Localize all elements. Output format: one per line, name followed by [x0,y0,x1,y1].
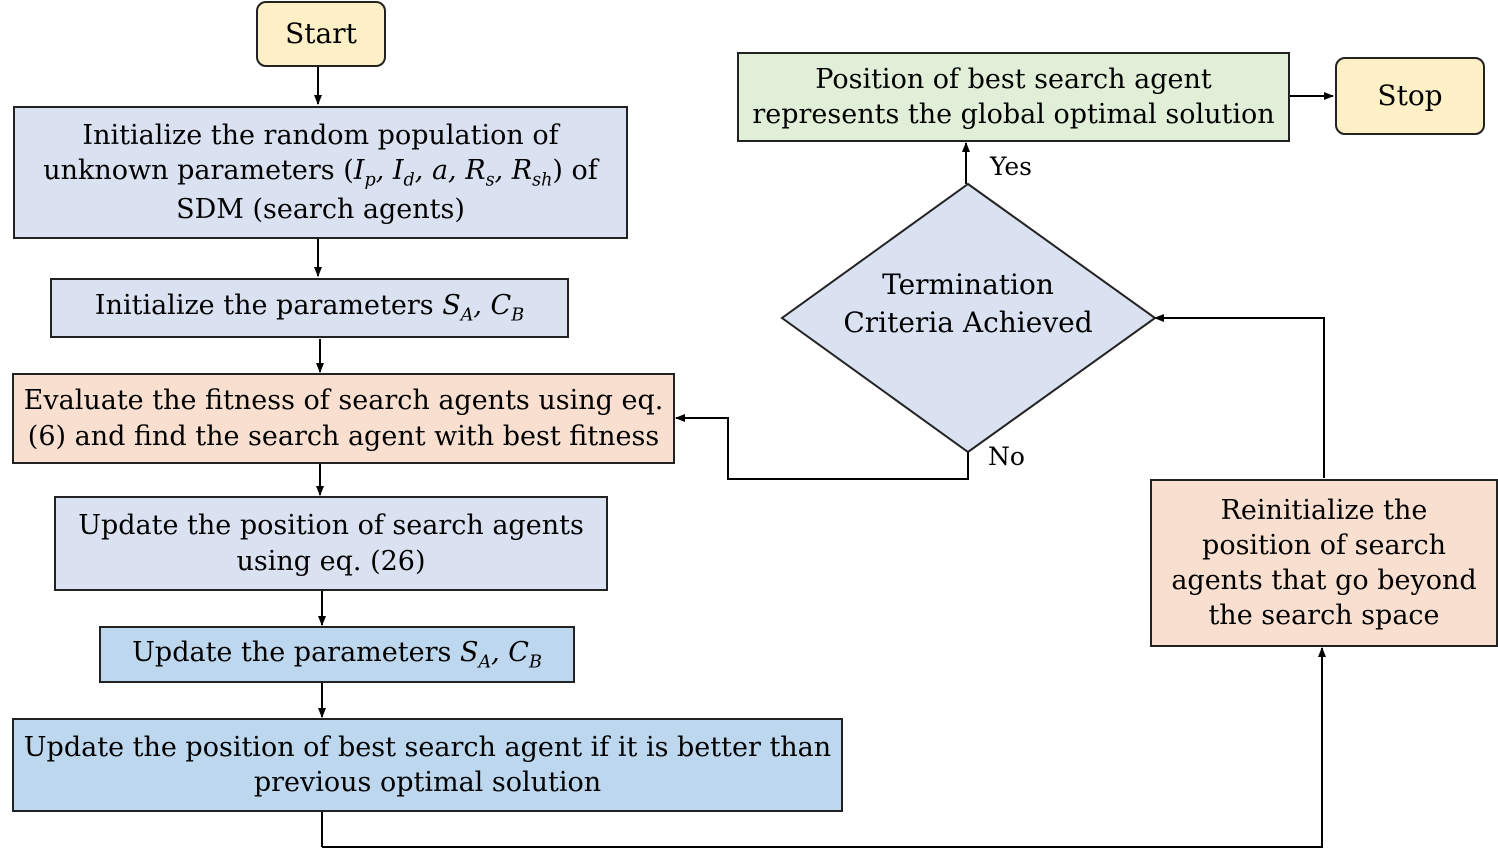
yes-label: Yes [990,152,1032,181]
arrow-bottom-to-reinitialize [322,647,1326,848]
termination-diamond [780,182,1157,454]
reinitialize-line1: Reinitialize the [1220,494,1428,526]
best-position-line1: Position of best search agent [815,63,1212,95]
update-position-line1: Update the position of search agents [78,510,584,542]
update-position-node: Update the position of search agents usi… [54,496,608,591]
reinitialize-node: Reinitialize the position of search agen… [1150,479,1498,647]
init-params-node: Initialize the parameters SA, CB [50,278,569,338]
init-population-node: Initialize the random population of unkn… [13,106,628,239]
start-node: Start [256,1,386,67]
arrow-termination-no [675,414,969,480]
evaluate-line1: Evaluate the fitness of search agents us… [23,385,664,417]
init-population-line2: unknown parameters (Ip, Id, a, Rs, Rsh) … [43,154,598,191]
update-best-node: Update the position of best search agent… [12,718,843,812]
evaluate-line2: (6) and find the search agent with best … [27,420,660,452]
stop-node: Stop [1335,57,1485,135]
termination-label: Termination Criteria Achieved [800,266,1136,342]
termination-line1: Termination [882,268,1054,301]
update-position-line2: using eq. (26) [236,545,426,577]
arrow-reinitialize-to-termination [1154,314,1325,478]
stop-label: Stop [1377,78,1443,112]
reinitialize-line4: the search space [1208,600,1440,632]
reinitialize-line2: position of search [1202,529,1446,561]
best-position-node: Position of best search agent represents… [737,52,1290,142]
best-position-line2: represents the global optimal solution [752,99,1275,130]
evaluate-fitness-node: Evaluate the fitness of search agents us… [12,373,675,464]
init-params-label: Initialize the parameters SA, CB [94,290,525,326]
update-best-line1: Update the position of best search agent… [23,731,832,763]
update-best-line2: previous optimal solution [253,767,602,798]
reinitialize-line3: agents that go beyond [1171,565,1477,596]
start-label: Start [285,16,357,50]
no-label: No [988,442,1025,471]
init-population-line3: SDM (search agents) [176,194,465,226]
update-params-label: Update the parameters SA, CB [132,636,542,673]
update-params-node: Update the parameters SA, CB [99,626,575,683]
init-population-line1: Initialize the random population of [82,119,559,151]
termination-line2: Criteria Achieved [843,305,1093,339]
